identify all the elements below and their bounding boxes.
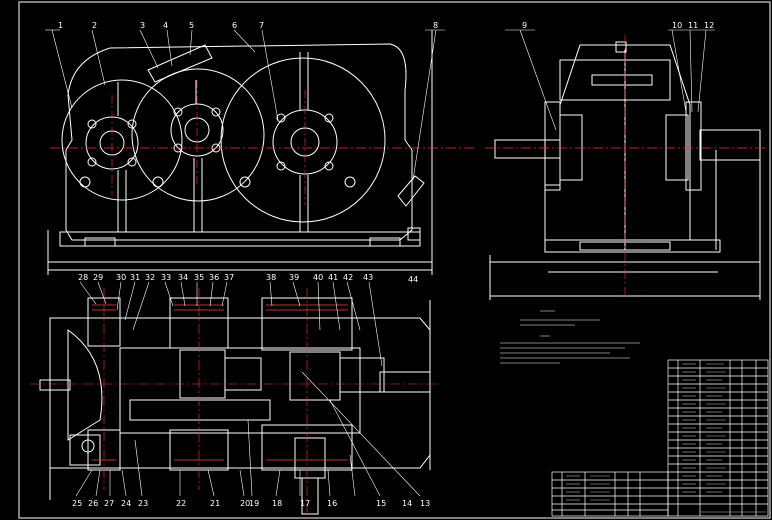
callout-4: 4: [163, 21, 168, 30]
parts-list-table: [551, 359, 769, 517]
callout-12: 12: [704, 21, 714, 30]
callout-37: 37: [224, 273, 234, 282]
callout-15: 15: [376, 499, 386, 508]
front-callouts: 1 2 3 4 5 6 7 8 44: [58, 21, 438, 284]
callout-2: 2: [92, 21, 97, 30]
callout-41: 41: [328, 273, 338, 282]
top-callouts-upper: 28 29 30 31 32 33 34 35 36 37 38 39 40 4…: [78, 273, 373, 282]
front-leaders: [45, 29, 445, 181]
callout-25: 25: [72, 499, 82, 508]
callout-27: 27: [104, 499, 114, 508]
side-leaders: [505, 29, 715, 131]
callout-19: 19: [249, 499, 259, 508]
callout-30: 30: [116, 273, 126, 282]
callout-28: 28: [78, 273, 88, 282]
callout-35: 35: [194, 273, 204, 282]
top-callouts-lower: 25 26 27 24 23 22 21 20 19 18 17 16 15 1…: [72, 499, 430, 508]
callout-18: 18: [272, 499, 282, 508]
callout-9: 9: [522, 21, 527, 30]
callout-44: 44: [408, 275, 418, 284]
top-view: [39, 297, 431, 515]
callout-40: 40: [313, 273, 323, 282]
callout-29: 29: [93, 273, 103, 282]
callout-21: 21: [210, 499, 220, 508]
callout-33: 33: [161, 273, 171, 282]
parts-list-text-marks: [566, 363, 766, 513]
callout-32: 32: [145, 273, 155, 282]
callout-1: 1: [58, 21, 63, 30]
callout-43: 43: [363, 273, 373, 282]
callout-10: 10: [672, 21, 682, 30]
callout-13: 13: [420, 499, 430, 508]
callout-16: 16: [327, 499, 337, 508]
callout-20: 20: [240, 499, 250, 508]
callout-31: 31: [130, 273, 140, 282]
callout-39: 39: [289, 273, 299, 282]
callout-24: 24: [121, 499, 131, 508]
top-leaders: [75, 281, 421, 497]
callout-34: 34: [178, 273, 188, 282]
callout-3: 3: [140, 21, 145, 30]
callout-8: 8: [433, 21, 438, 30]
callout-17: 17: [300, 499, 310, 508]
side-callouts: 9 10 11 12: [522, 21, 714, 30]
callout-23: 23: [138, 499, 148, 508]
callout-42: 42: [343, 273, 353, 282]
callout-22: 22: [176, 499, 186, 508]
callout-26: 26: [88, 499, 98, 508]
callout-11: 11: [688, 21, 698, 30]
callout-36: 36: [209, 273, 219, 282]
callout-7: 7: [259, 21, 264, 30]
drawing-frame: [18, 1, 771, 519]
callout-5: 5: [189, 21, 194, 30]
technical-notes: [500, 310, 640, 364]
callout-14: 14: [402, 499, 412, 508]
callout-38: 38: [266, 273, 276, 282]
callout-6: 6: [232, 21, 237, 30]
